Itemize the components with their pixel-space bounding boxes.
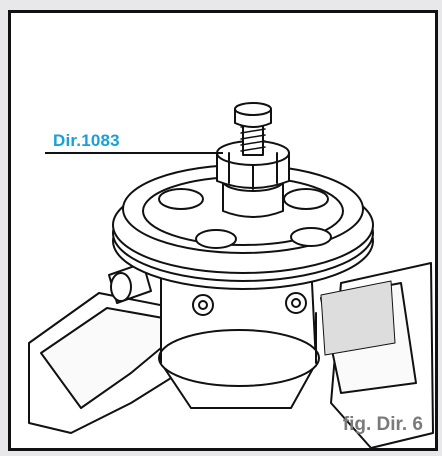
tool-callout-label: Dir.1083 — [53, 131, 120, 150]
figure-caption: fig. Dir. 6 — [342, 414, 423, 435]
pump-pulley-illustration — [28, 102, 434, 449]
figure-frame: Dir.1083 fig. Dir. 6 — [8, 10, 438, 451]
